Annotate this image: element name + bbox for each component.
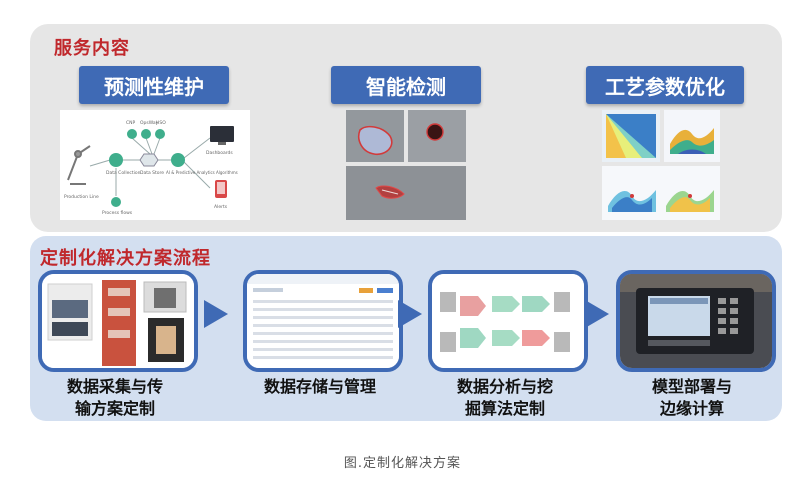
node-label: Alerts [214, 204, 228, 210]
step-1-image [38, 270, 198, 372]
step-4-label: 模型部署与 边缘计算 [651, 377, 732, 418]
metric-label: HSO [156, 120, 166, 126]
smart-inspection-label: 智能检测 [331, 66, 481, 104]
node-label: Process flows [102, 210, 133, 216]
step-2-label: 数据存储与管理 [263, 377, 376, 396]
step-1-label: 数据采集与传 输方案定制 [66, 377, 163, 418]
solution-title: 定制化解决方案流程 [40, 248, 211, 269]
node-label: Data Collection [106, 170, 141, 176]
optimization-surface-image [664, 110, 720, 162]
metric-label: OpsWay [140, 120, 159, 126]
optimization-heatmap-image [602, 110, 660, 162]
robot-arm-icon [67, 145, 91, 185]
step-4-image [616, 270, 776, 372]
node-label: Dashboards [206, 150, 233, 156]
step-3-image [428, 270, 588, 372]
inspection-image-3 [346, 166, 466, 220]
optimization-contour-image [602, 166, 720, 220]
node-label: Production Line [64, 194, 99, 200]
process-optimization-label: 工艺参数优化 [586, 66, 744, 104]
step-3-label: 数据分析与挖 掘算法定制 [456, 377, 553, 418]
dashboard-monitor-icon [210, 126, 234, 145]
node-label: AI & Predictive Analytics Algorithms [166, 170, 238, 175]
step-2-image [243, 270, 403, 372]
predictive-maintenance-label: 预测性维护 [79, 66, 229, 104]
inspection-image-1 [346, 110, 404, 162]
arrow-right-icon [585, 300, 609, 328]
maintenance-diagram: Production Line Data Collection Data Sto… [60, 110, 250, 220]
arrow-right-icon [398, 300, 422, 328]
node-label: Data Store [140, 170, 164, 176]
service-title: 服务内容 [54, 38, 130, 59]
inspection-image-2 [408, 110, 466, 162]
arrow-right-icon [204, 300, 228, 328]
alert-phone-icon [215, 180, 227, 198]
figure-caption: 图.定制化解决方案 [343, 456, 462, 471]
metric-label: CNP [126, 120, 136, 126]
